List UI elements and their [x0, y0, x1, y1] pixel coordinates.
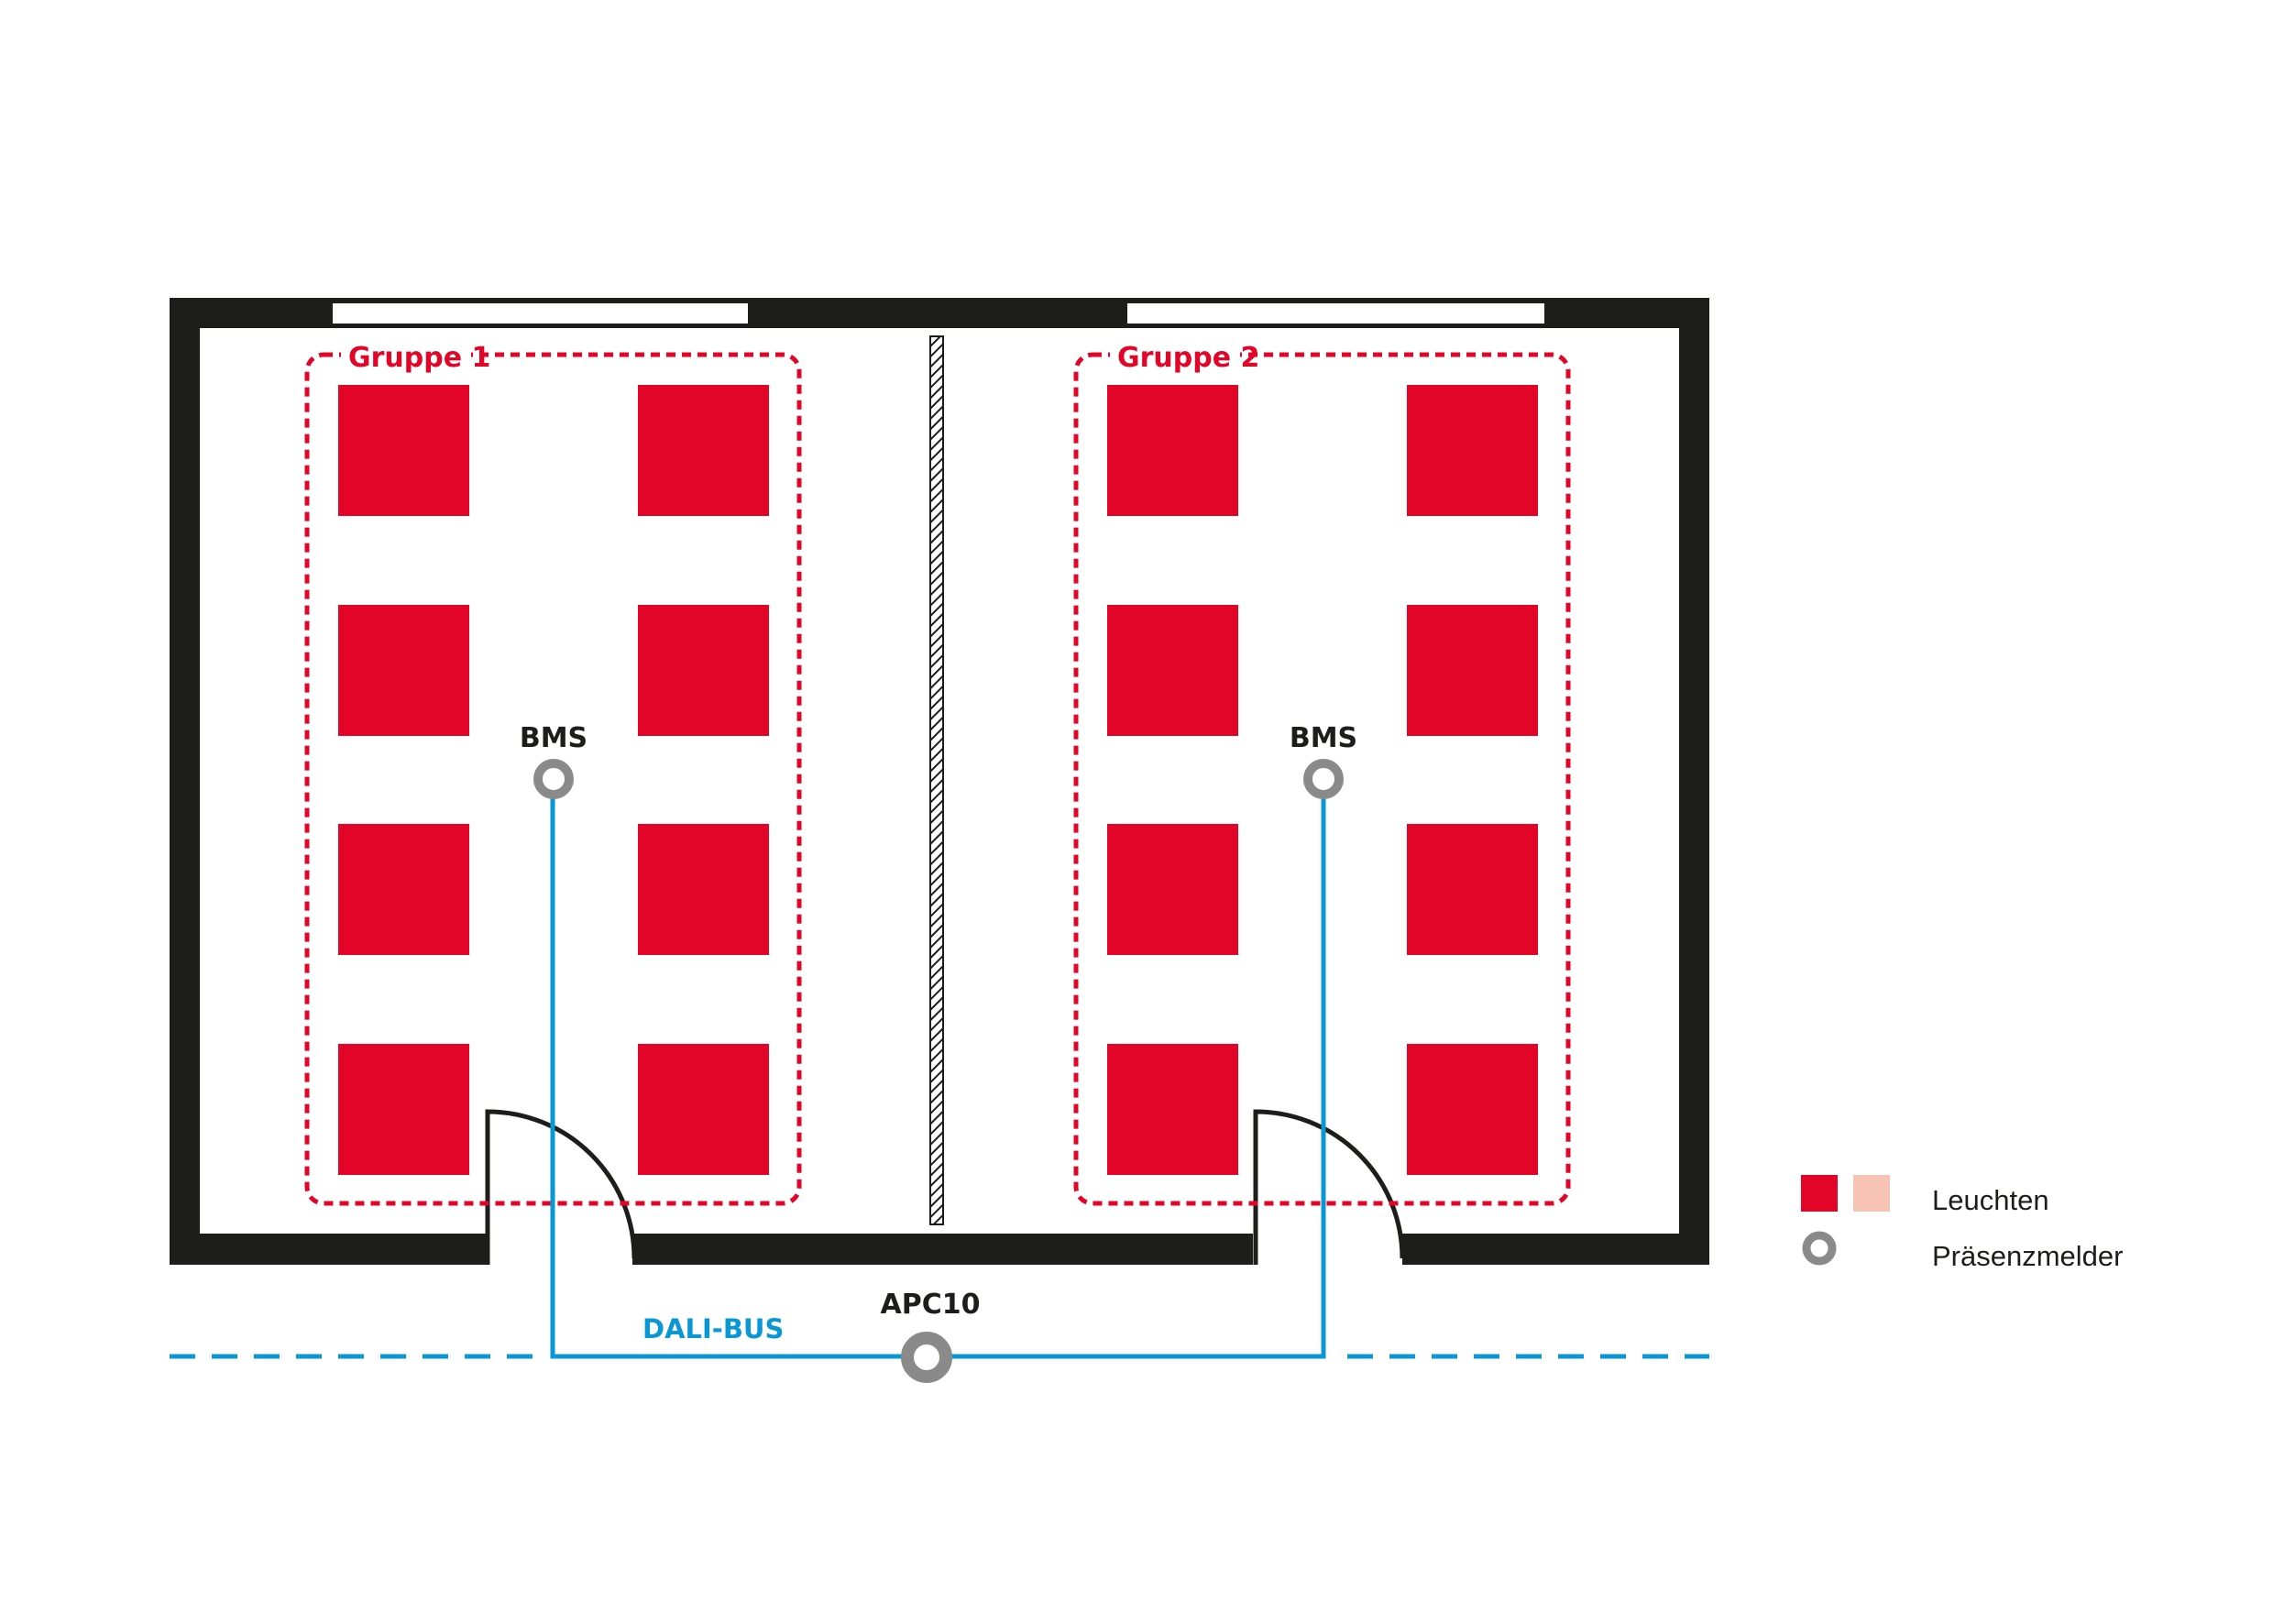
luminaire: [638, 824, 769, 955]
luminaire: [1107, 824, 1238, 955]
sensor-1-label: BMS: [520, 722, 587, 754]
bus-wire-left: [550, 796, 903, 1359]
building-walls: [170, 298, 1709, 1265]
luminaire: [638, 605, 769, 736]
controller-icon: [901, 1332, 952, 1383]
presence-sensor-icon: [533, 759, 574, 799]
wall-bottom-left: [170, 1234, 488, 1265]
sensor-2-label: BMS: [1290, 722, 1357, 754]
luminaire: [338, 824, 469, 955]
windows: [333, 303, 1544, 324]
legend: Leuchten Präsenzmelder: [1801, 1175, 2123, 1272]
luminaire: [1407, 385, 1538, 516]
wall-bottom-right: [1402, 1234, 1709, 1265]
legend-luminaires-label: Leuchten: [1932, 1184, 2049, 1216]
controller-label: APC10: [881, 1289, 981, 1321]
dali-bus: [170, 796, 1709, 1359]
wall-left: [170, 298, 200, 1265]
luminaire: [1407, 1044, 1538, 1175]
luminaire: [1407, 605, 1538, 736]
bus-label: DALI-BUS: [642, 1313, 784, 1344]
group-1-border: [304, 352, 802, 1206]
group-2-label-bg: [1110, 337, 1240, 374]
partition-wall: [929, 335, 944, 1225]
luminaire: [338, 1044, 469, 1175]
legend-sensor-label: Präsenzmelder: [1932, 1240, 2123, 1272]
luminaire: [638, 385, 769, 516]
luminaire: [1407, 824, 1538, 955]
door-right: [1253, 1109, 1405, 1265]
luminaire: [1107, 1044, 1238, 1175]
window-right: [1127, 303, 1544, 324]
luminaire: [1107, 605, 1238, 736]
presence-sensor-icon: [1303, 759, 1344, 799]
luminaires-group-1: [338, 385, 769, 1175]
group-1-label-bg: [341, 337, 471, 374]
luminaire: [638, 1044, 769, 1175]
window-left: [333, 303, 748, 324]
luminaire: [338, 605, 469, 736]
legend-luminaire-dim-icon: [1853, 1175, 1890, 1212]
luminaire: [1107, 385, 1238, 516]
legend-luminaire-icon: [1801, 1175, 1838, 1212]
luminaire: [338, 385, 469, 516]
door-left: [485, 1109, 637, 1265]
legend-sensor-icon: [1802, 1231, 1837, 1266]
wall-bottom-middle: [632, 1234, 1253, 1265]
wall-right: [1679, 298, 1709, 1265]
group-2-label: Gruppe 2: [1117, 342, 1259, 374]
luminaires-group-2: [1107, 385, 1538, 1175]
group-1-label: Gruppe 1: [348, 342, 490, 374]
bus-wire-right: [947, 796, 1326, 1359]
group-2-border: [1073, 352, 1571, 1206]
